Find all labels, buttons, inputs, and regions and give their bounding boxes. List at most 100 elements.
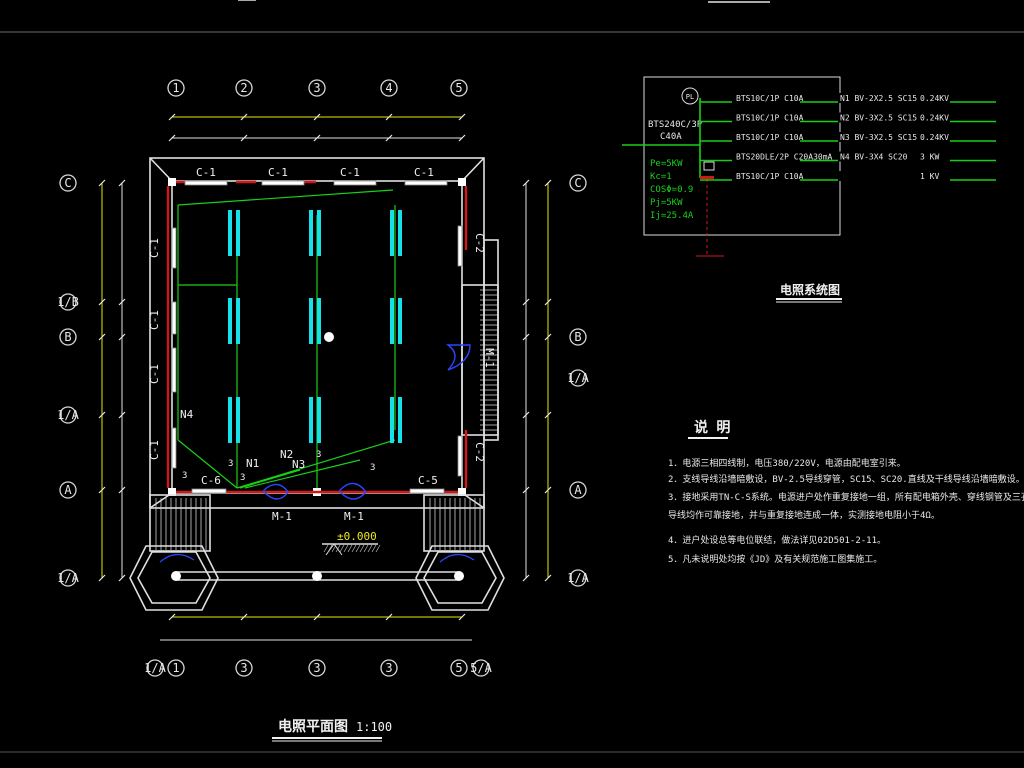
dim-tick — [118, 574, 126, 582]
svg-text:2: 2 — [240, 81, 247, 95]
dim-tick — [98, 179, 106, 187]
circuit-labels: N1 N2 N3 N4 3 3 3 3 3 — [180, 408, 375, 483]
window-label: C-2 — [473, 233, 486, 253]
load-label: 0.24KV — [920, 114, 949, 123]
grid-bubble: 1/B — [57, 293, 79, 311]
grid-bubble: 1/A — [567, 369, 590, 387]
lighting-wiring — [177, 189, 396, 489]
dim-tick — [458, 113, 466, 121]
svg-text:C40A: C40A — [660, 132, 682, 142]
hatch-line — [371, 544, 377, 553]
door-label: M-1 — [272, 510, 292, 523]
calc-line: COSΦ=0.9 — [650, 185, 693, 195]
elevation-mark: ±0.000 — [322, 530, 381, 556]
grid-bubble: B — [59, 328, 77, 346]
load-label: 3 KW — [920, 153, 939, 162]
svg-text:1/B: 1/B — [57, 295, 79, 309]
dim-tick — [522, 486, 530, 494]
grid-bubble: 5/A — [470, 659, 493, 677]
cable-label: N4 BV-3X4 SC20 — [840, 153, 908, 162]
calc-line: Kc=1 — [650, 172, 672, 182]
grid-bubble: 1/A — [57, 406, 80, 424]
hatch-line — [351, 544, 357, 553]
dim-tick — [118, 486, 126, 494]
dim-tick — [522, 411, 530, 419]
cable-label-bg — [838, 151, 950, 162]
cable-label-bg — [838, 112, 950, 123]
breaker-label: BTS10C/1P C10A — [736, 114, 804, 123]
svg-text:3: 3 — [385, 661, 392, 675]
window-label: C-1 — [148, 440, 161, 460]
svg-text:±0.000: ±0.000 — [337, 530, 377, 543]
cable-label-bg — [838, 132, 950, 142]
dim-tick — [98, 486, 106, 494]
window-label: C-1 — [148, 238, 161, 258]
window-label: C-1 — [148, 310, 161, 330]
dim-tick — [313, 134, 321, 142]
grid-bubble: 1/A — [57, 569, 80, 587]
doors: M-1 M-1 M-1 — [263, 344, 496, 523]
dim-tick — [168, 134, 176, 142]
dim-tick — [118, 333, 126, 341]
grid-bubble: 3 — [308, 79, 326, 97]
dim-tick — [118, 411, 126, 419]
window-label: C-1 — [414, 166, 434, 179]
dim-tick — [313, 613, 321, 621]
dim-tick — [544, 298, 552, 306]
circuit-label: N3 — [292, 458, 305, 471]
grid-bubble: 3 — [380, 659, 398, 677]
hatch-line — [355, 544, 361, 553]
svg-text:1:100: 1:100 — [356, 720, 392, 734]
hatch-line — [363, 544, 369, 553]
svg-text:1/A: 1/A — [567, 571, 589, 585]
window-label: C-1 — [196, 166, 216, 179]
svg-text:B: B — [574, 330, 581, 344]
svg-text:1: 1 — [172, 661, 179, 675]
window-labels: C-1 C-1 C-1 C-1 C-1 C-1 C-1 C-1 C-2 C-2 … — [148, 166, 486, 487]
dim-tick — [544, 411, 552, 419]
svg-text:1/A: 1/A — [57, 571, 79, 585]
svg-text:1/A: 1/A — [567, 371, 589, 385]
grid-bubble: 3 — [308, 659, 326, 677]
window-label: C-2 — [473, 442, 486, 462]
breaker-label-bg — [733, 112, 799, 123]
svg-text:5/A: 5/A — [470, 661, 492, 675]
hatch-line — [359, 544, 365, 553]
window-label: C-1 — [268, 166, 288, 179]
grid-bubbles-left: C 1/B B 1/A A 1/A — [57, 174, 80, 587]
dim-tick — [544, 179, 552, 187]
load-label: 0.24KV — [920, 133, 949, 142]
dim-tick — [118, 179, 126, 187]
dim-tick — [98, 333, 106, 341]
light-fixtures — [228, 210, 402, 443]
grid-bubble: 2 — [235, 79, 253, 97]
grid-bubble: 1/A — [567, 569, 590, 587]
breaker-label-bg — [733, 93, 799, 103]
grid-bubble: 4 — [380, 79, 398, 97]
svg-text:3: 3 — [313, 661, 320, 675]
window-label: C-6 — [201, 474, 221, 487]
notes: 说 明 1．电源三相四线制，电压380/220V，电源由配电室引来。 2．支线导… — [668, 419, 1024, 565]
svg-text:3: 3 — [313, 81, 320, 95]
svg-text:A: A — [64, 483, 72, 497]
hatch-line — [347, 544, 353, 553]
grid-bubble: B — [569, 328, 587, 346]
grid-bubbles-top: 1 2 3 4 5 — [167, 79, 468, 97]
cable-label: N1 BV-2X2.5 SC15 — [840, 94, 917, 103]
switch-count: 3 — [182, 471, 187, 481]
dim-tick — [522, 574, 530, 582]
grid-bubbles-right: C B 1/A A 1/A — [567, 174, 590, 587]
window-label: C-1 — [340, 166, 360, 179]
breaker-label-bg — [733, 171, 799, 181]
dim-tick — [458, 613, 466, 621]
calc-line: Pj=5KW — [650, 198, 683, 208]
dim-tick — [544, 333, 552, 341]
grid-bubbles-bottom: 1/A 1 3 3 3 5 5/A — [144, 659, 493, 677]
note-line: 4．进户处设总等电位联结，做法详见02D501-2-11。 — [668, 534, 886, 546]
system-diagram: PL BTS240C/3P C40A Pe=5KWKc=1COSΦ=0.9Pj=… — [622, 76, 996, 303]
load-label: 1 KV — [920, 172, 939, 181]
door-label: M-1 — [344, 510, 364, 523]
switch-count: 3 — [316, 450, 321, 460]
